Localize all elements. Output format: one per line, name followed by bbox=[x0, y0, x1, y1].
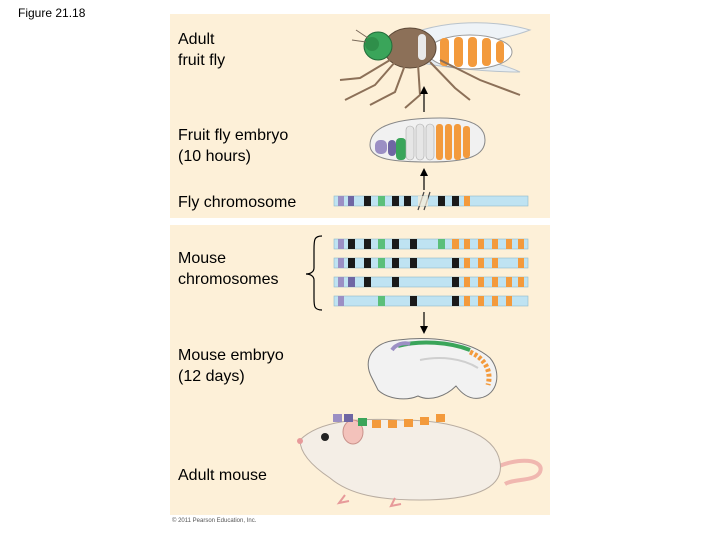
mouse-embryo-illustration bbox=[367, 338, 498, 400]
fly-chromosome bbox=[333, 191, 529, 211]
label-adult-mouse: Adult mouse bbox=[178, 467, 267, 484]
arrow-down-icon bbox=[420, 312, 428, 334]
adult-fly-illustration bbox=[339, 22, 532, 109]
label-adult-fruit-fly: Adult fruit fly bbox=[178, 31, 226, 69]
label-mouse-chromosomes: Mouse chromosomes bbox=[178, 250, 279, 288]
mouse-chromosome-1 bbox=[333, 238, 529, 250]
mouse-chromosome-2 bbox=[333, 257, 529, 269]
copyright-notice: © 2011 Pearson Education, Inc. bbox=[172, 518, 257, 524]
figure-label: Figure 21.18 bbox=[18, 6, 86, 20]
mouse-chromosome-4 bbox=[333, 295, 529, 307]
mouse-chromosome-3 bbox=[333, 276, 529, 288]
arrow-up-icon bbox=[420, 86, 428, 112]
label-fly-embryo: Fruit fly embryo (10 hours) bbox=[178, 127, 289, 165]
label-mouse-embryo: Mouse embryo (12 days) bbox=[178, 347, 284, 385]
adult-mouse-illustration bbox=[297, 414, 543, 508]
fly-embryo-illustration bbox=[369, 117, 486, 163]
mouse-chromosome-bracket bbox=[305, 235, 323, 311]
label-fly-chromosome: Fly chromosome bbox=[178, 194, 297, 211]
arrow-up-icon bbox=[420, 168, 428, 190]
